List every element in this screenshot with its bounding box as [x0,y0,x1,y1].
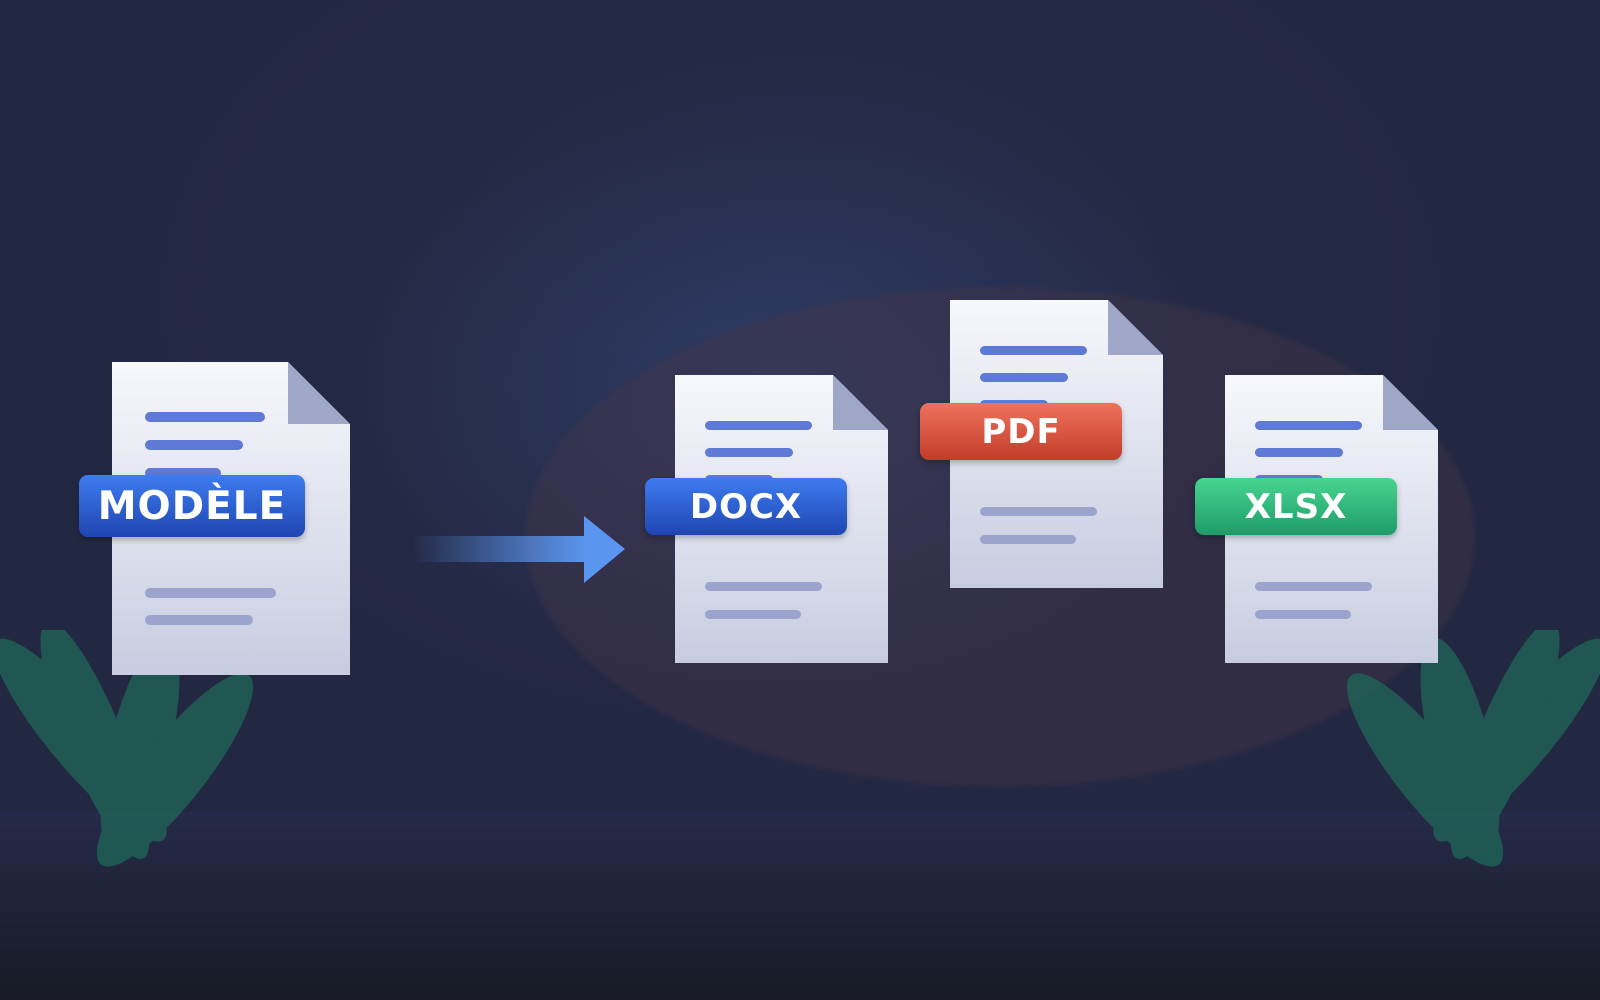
plant-right-icon [1346,630,1600,867]
pdf-badge: PDF [920,403,1122,460]
source-badge: MODÈLE [79,475,305,537]
xlsx-badge: XLSX [1195,478,1397,535]
floor [0,812,1600,1000]
docx-badge: DOCX [645,478,847,535]
arrow-right-icon [412,516,625,583]
plant-left-icon [0,630,254,867]
